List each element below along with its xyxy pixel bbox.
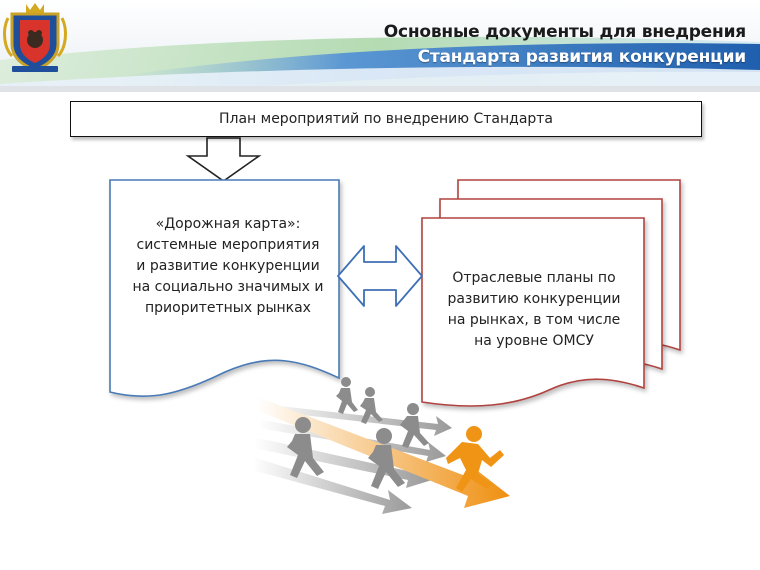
header-banner: Основные документы для внедрения Стандар…	[0, 0, 760, 92]
sector-plans-line: на уровне ОМСУ	[474, 333, 594, 349]
sector-doc-front	[421, 217, 645, 407]
sector-plans-line: Отраслевые планы по	[452, 270, 616, 286]
roadmap-line: системные мероприятия	[136, 237, 320, 253]
roadmap-line: на социально значимых и	[132, 279, 324, 295]
runners-race-arrows-icon	[252, 377, 510, 514]
sector-plans-text: Отраслевые планы по развитию конкуренции…	[428, 268, 640, 352]
implementation-plan-label: План мероприятий по внедрению Стандарта	[218, 111, 554, 127]
down-arrow-icon	[185, 137, 262, 182]
leader-runner-icon	[446, 426, 504, 492]
roadmap-document-shape	[109, 179, 340, 397]
sector-plans-line: развитию конкуренции	[447, 291, 621, 307]
sector-plans-document-stack	[421, 179, 681, 407]
roadmap-text: «Дорожная карта»: системные мероприятия …	[118, 214, 338, 319]
double-arrow-icon	[337, 245, 423, 307]
roadmap-line: «Дорожная карта»:	[155, 216, 301, 232]
sector-plans-line: на рынках, в том числе	[447, 312, 621, 328]
roadmap-line: и развитие конкуренции	[136, 258, 320, 274]
header-title-line1: Основные документы для внедрения	[383, 22, 746, 42]
roadmap-line: приоритетных рынках	[145, 300, 311, 316]
implementation-plan-box: План мероприятий по внедрению Стандарта	[70, 101, 702, 137]
header-background	[0, 0, 760, 92]
header-title-line2: Стандарта развития конкуренции	[417, 47, 747, 67]
regional-coat-of-arms-icon	[3, 3, 67, 72]
